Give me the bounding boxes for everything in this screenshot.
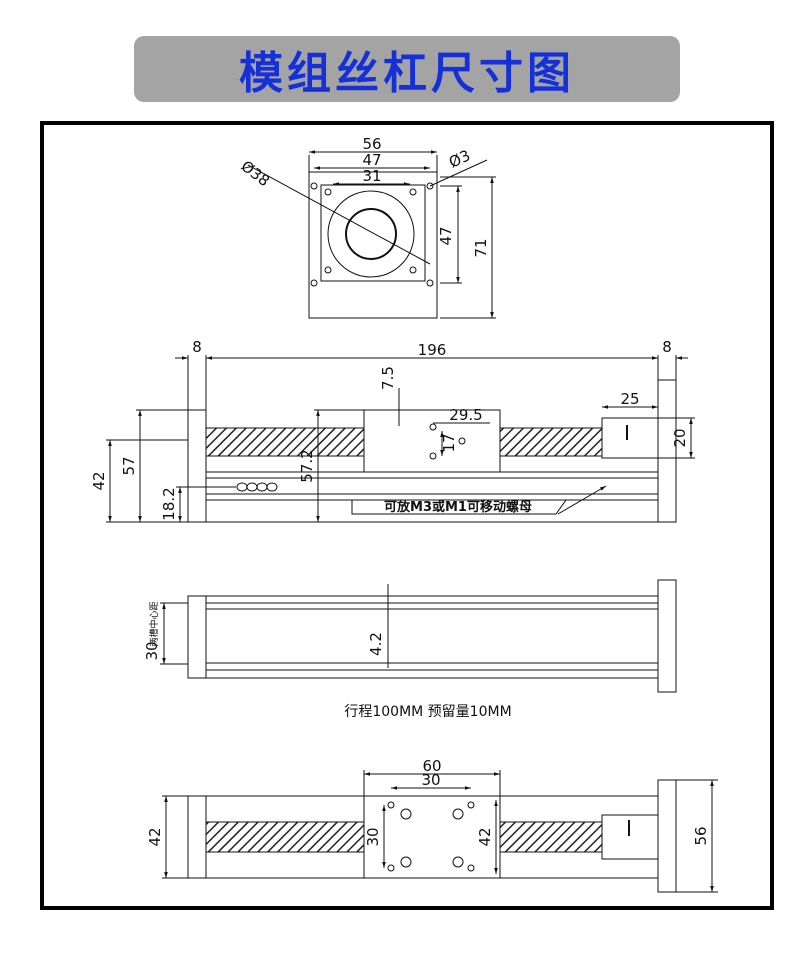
flange-plate xyxy=(308,171,438,319)
bore-inner xyxy=(345,208,397,260)
mount-hole xyxy=(324,266,332,274)
page-title: 模组丝杠尺寸图 xyxy=(239,48,575,99)
dim-56: 56 xyxy=(362,135,381,153)
dim-30-label: 两槽中心距 xyxy=(148,601,160,646)
side-view xyxy=(106,355,695,523)
left-end-plate xyxy=(187,409,207,523)
right-end-plate xyxy=(657,379,677,523)
dim-30-side: 30 xyxy=(364,827,382,846)
mount-hole xyxy=(426,182,434,190)
dim-25: 25 xyxy=(620,390,639,408)
dim-57-2: 57.2 xyxy=(298,449,316,482)
note-callout: 可放M3或M1可移动螺母 xyxy=(351,499,567,515)
flange-view xyxy=(247,150,496,319)
dim-42: 42 xyxy=(90,471,108,490)
dim-56: 56 xyxy=(692,826,710,845)
mount-hole xyxy=(409,266,417,274)
dim-47: 47 xyxy=(362,151,381,169)
mount-hole xyxy=(324,188,332,196)
lead-screw xyxy=(205,821,365,853)
title-banner: 模组丝杠尺寸图 xyxy=(134,36,680,102)
slider-block xyxy=(363,409,501,473)
mount-hole xyxy=(426,279,434,287)
dim-17: 17 xyxy=(440,433,458,452)
dim-57: 57 xyxy=(120,456,138,475)
lead-screw xyxy=(205,427,365,457)
dim-60: 60 xyxy=(422,757,441,775)
dim-bore-dia: Ø38 xyxy=(238,157,273,190)
dim-29-5: 29.5 xyxy=(449,406,482,424)
mount-hole xyxy=(310,182,318,190)
mount-hole xyxy=(310,279,318,287)
dim-42-left: 42 xyxy=(146,827,164,846)
plan-view xyxy=(162,770,718,893)
dim-196: 196 xyxy=(418,341,447,359)
stroke-caption: 行程100MM 预留量10MM xyxy=(344,704,511,720)
left-end-plate xyxy=(187,595,207,679)
drawing-frame xyxy=(40,121,774,910)
dim-4-2: 4.2 xyxy=(367,632,385,656)
dim-v47: 47 xyxy=(437,226,455,245)
dim-31: 31 xyxy=(362,167,381,185)
slider-block xyxy=(363,795,501,879)
dim-71: 71 xyxy=(472,238,490,257)
bore-outer xyxy=(327,190,415,278)
dim-left-8: 8 xyxy=(192,338,202,356)
mount-hole xyxy=(409,188,417,196)
top-view xyxy=(160,579,677,693)
dim-right-8: 8 xyxy=(662,338,672,356)
left-end-plate xyxy=(187,795,207,879)
dim-20: 20 xyxy=(671,428,689,447)
dim-7-5: 7.5 xyxy=(379,366,397,390)
lead-screw xyxy=(499,427,603,457)
dim-42-right: 42 xyxy=(476,827,494,846)
dim-30-top: 30 xyxy=(421,771,440,789)
dim-30: 30 xyxy=(143,641,161,660)
lead-screw xyxy=(499,821,603,853)
dim-18-2: 18.2 xyxy=(160,487,178,520)
coupler xyxy=(601,417,659,459)
note-text: 可放M3或M1可移动螺母 xyxy=(384,499,532,515)
right-end-plate xyxy=(657,779,677,893)
right-end-plate xyxy=(657,579,677,693)
